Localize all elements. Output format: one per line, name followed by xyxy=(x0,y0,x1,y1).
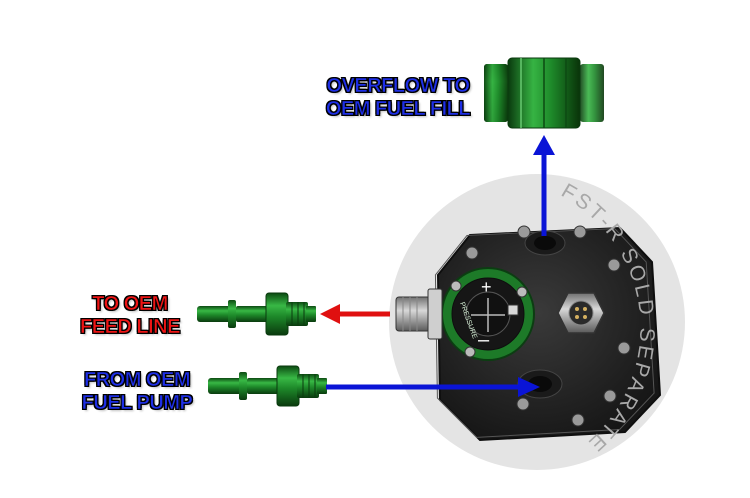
plus-icon: + xyxy=(481,277,492,297)
overflow-label: OVERFLOW TO OEM FUEL FILL xyxy=(323,75,473,121)
minus-icon: – xyxy=(478,329,490,351)
feed-line-fitting xyxy=(197,292,316,336)
pump-arrow xyxy=(326,377,540,397)
pressure-regulator-dial: + – PRESSURE xyxy=(441,267,535,361)
pump-label: FROM OEM FUEL PUMP xyxy=(72,369,202,415)
feed-arrow xyxy=(320,304,390,324)
feed-label: TO OEM FEED LINE xyxy=(70,293,190,339)
pump-label-line-2: FUEL PUMP xyxy=(81,392,193,415)
overflow-label-line-1: OVERFLOW TO xyxy=(326,75,470,98)
overflow-fitting xyxy=(484,57,604,129)
pump-label-line-1: FROM OEM xyxy=(84,369,191,392)
overflow-port xyxy=(524,230,566,256)
overflow-label-line-2: OEM FUEL FILL xyxy=(325,98,471,121)
feed-label-line-2: FEED LINE xyxy=(80,316,181,339)
bolt-icon xyxy=(465,225,631,427)
feed-label-line-1: TO OEM xyxy=(92,293,169,316)
overflow-arrow xyxy=(533,135,555,236)
feed-port-fitting xyxy=(395,288,443,340)
fuel-pump-fitting xyxy=(208,365,327,407)
electrical-connector-icon xyxy=(557,292,605,334)
